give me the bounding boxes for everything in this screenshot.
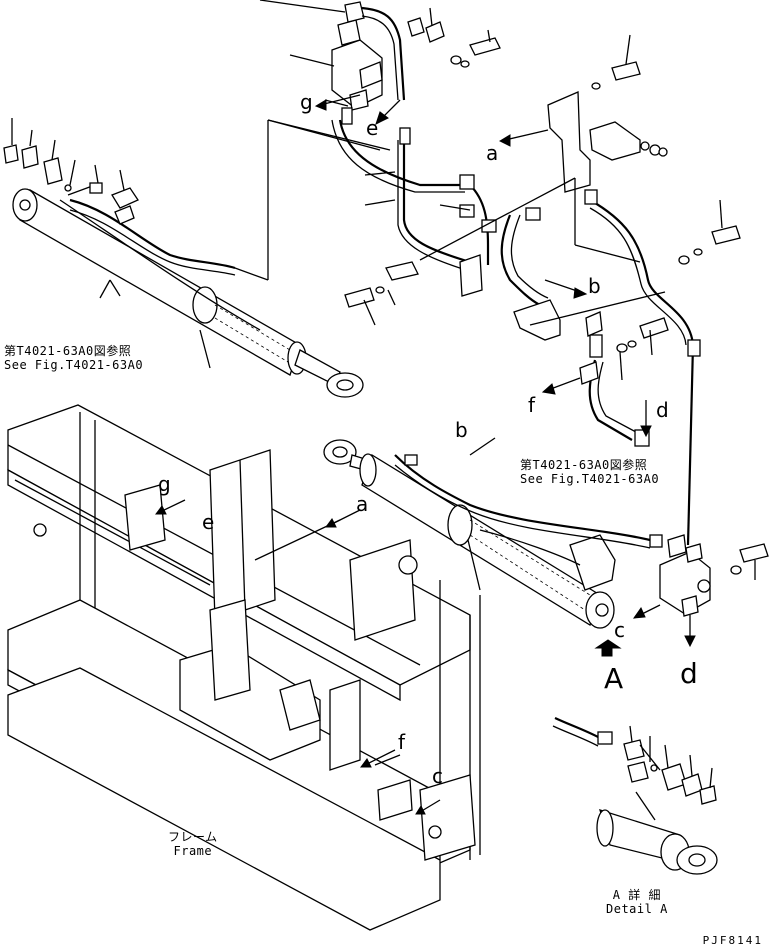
callout-c-upper: c: [614, 618, 625, 642]
view-label-A: A: [604, 662, 624, 695]
callout-e-upper: e: [366, 116, 379, 140]
guide-lines: [267, 119, 666, 326]
detail-A-label-en: Detail A: [606, 902, 668, 916]
callout-g-lower: g: [158, 472, 171, 496]
frame-label-jp: フレーム: [168, 830, 218, 844]
callout-g-upper: g: [300, 90, 313, 114]
reference-note-left-en: See Fig.T4021-63A0: [4, 358, 144, 372]
callout-c-lower: c: [432, 764, 443, 788]
flow-arrows: [99, 94, 696, 815]
reference-note-right-jp: 第T4021-63A0図参照: [520, 458, 648, 472]
detail-A-label-jp: A 詳 細: [612, 888, 661, 902]
frame-assembly: [7, 404, 481, 931]
callout-d-lower: d: [680, 657, 698, 690]
hardware: [344, 7, 769, 580]
callout-b-lower: b: [455, 418, 468, 442]
left-lift-cylinder: [12, 188, 364, 398]
callout-d-upper: d: [656, 398, 669, 422]
drawing-code: PJF8141: [702, 934, 763, 947]
frame-label: フレーム Frame: [168, 830, 218, 858]
right-lift-cylinder: [323, 439, 663, 629]
lower-valve-block: [659, 534, 711, 617]
left-hoses: [59, 119, 391, 331]
brackets: [385, 91, 668, 385]
detail-A: [552, 717, 718, 875]
reference-note-left: 第T4021-63A0図参照 See Fig.T4021-63A0: [4, 344, 143, 372]
callout-f-upper: f: [528, 393, 536, 417]
frame-label-en: Frame: [173, 844, 213, 858]
reference-note-right-en: See Fig.T4021-63A0: [520, 472, 660, 486]
callout-e-lower: e: [202, 510, 215, 534]
left-fittings: [3, 118, 125, 192]
upper-pipes: [331, 6, 701, 546]
upper-valve-block: [259, 0, 383, 111]
callout-f-lower: f: [398, 730, 406, 754]
reference-note-left-jp: 第T4021-63A0図参照: [4, 344, 132, 358]
callout-a-upper: a: [486, 141, 499, 165]
callout-a-lower: a: [356, 492, 369, 516]
detail-A-label: A 詳 細 Detail A: [606, 888, 668, 916]
reference-note-right: 第T4021-63A0図参照 See Fig.T4021-63A0: [520, 458, 659, 486]
callout-b-upper: b: [588, 274, 601, 298]
